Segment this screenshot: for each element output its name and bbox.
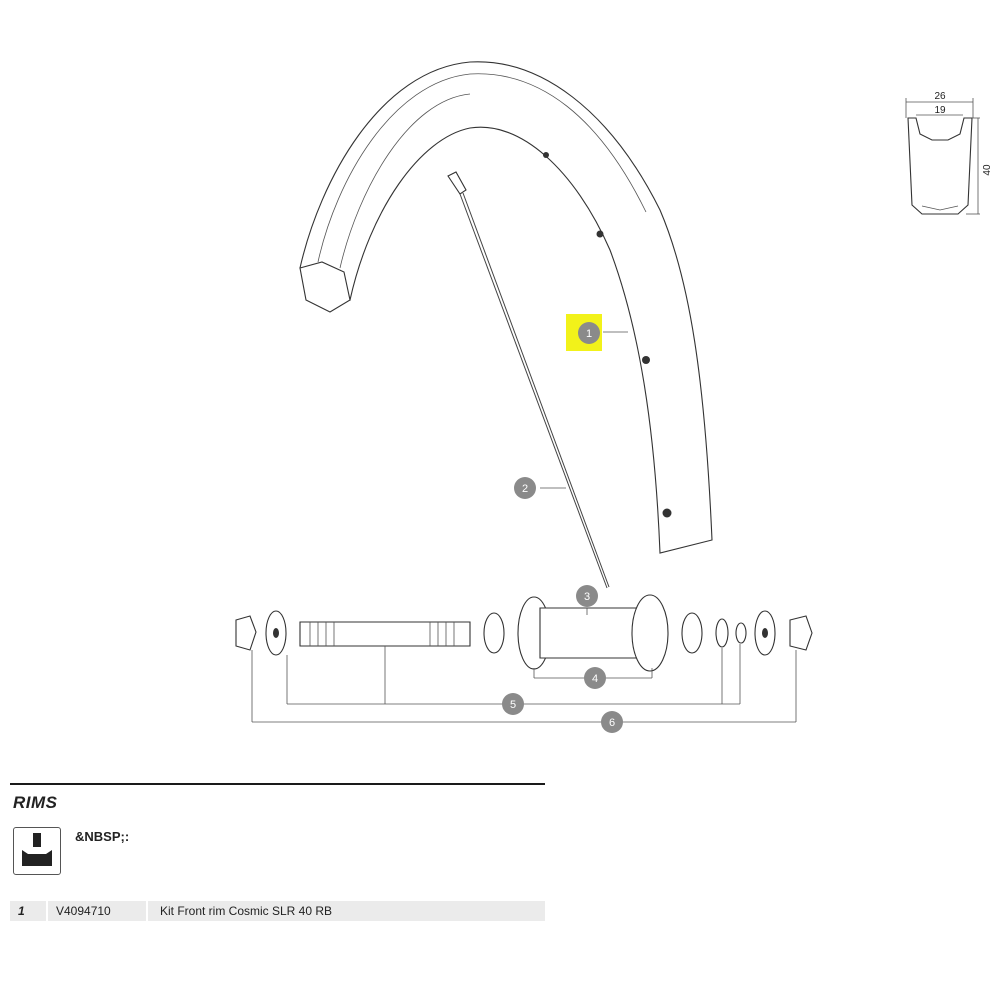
part-code: V4094710 [46,901,148,921]
callout-2-label: 2 [522,483,528,495]
profile-depth: 40 [982,164,993,176]
profile-outer-width: 26 [934,91,946,102]
callout-3[interactable]: 3 [576,585,598,607]
section-title: RIMS [13,793,58,812]
callout-4-label: 4 [592,673,598,685]
callout-5[interactable]: 5 [502,693,524,715]
callout-1-label: 1 [586,328,592,340]
leader-lines [251,331,797,723]
part-ref: 1 [18,904,25,918]
section-divider [10,783,545,785]
part-row[interactable]: 1 V4094710 Kit Front rim Cosmic SLR 40 R… [10,901,545,921]
spoke [447,171,610,589]
callout-2[interactable]: 2 [514,477,536,499]
callout-6[interactable]: 6 [601,711,623,733]
callout-6-label: 6 [609,717,615,729]
profile-inner-width: 19 [934,105,946,116]
callout-3-label: 3 [584,591,590,603]
callout-5-label: 5 [510,699,516,711]
callout-4[interactable]: 4 [584,667,606,689]
part-description: Kit Front rim Cosmic SLR 40 RB [160,904,333,918]
rim-profile: 26 19 40 [905,91,993,215]
tube-valve-icon [13,827,61,875]
section-note: &NBSP;: [75,829,130,844]
hub-assembly [235,594,813,672]
callout-1[interactable]: 1 [566,314,602,351]
rim [299,61,713,554]
exploded-wheel-diagram: 1 2 3 4 5 6 26 19 40 [235,61,993,733]
